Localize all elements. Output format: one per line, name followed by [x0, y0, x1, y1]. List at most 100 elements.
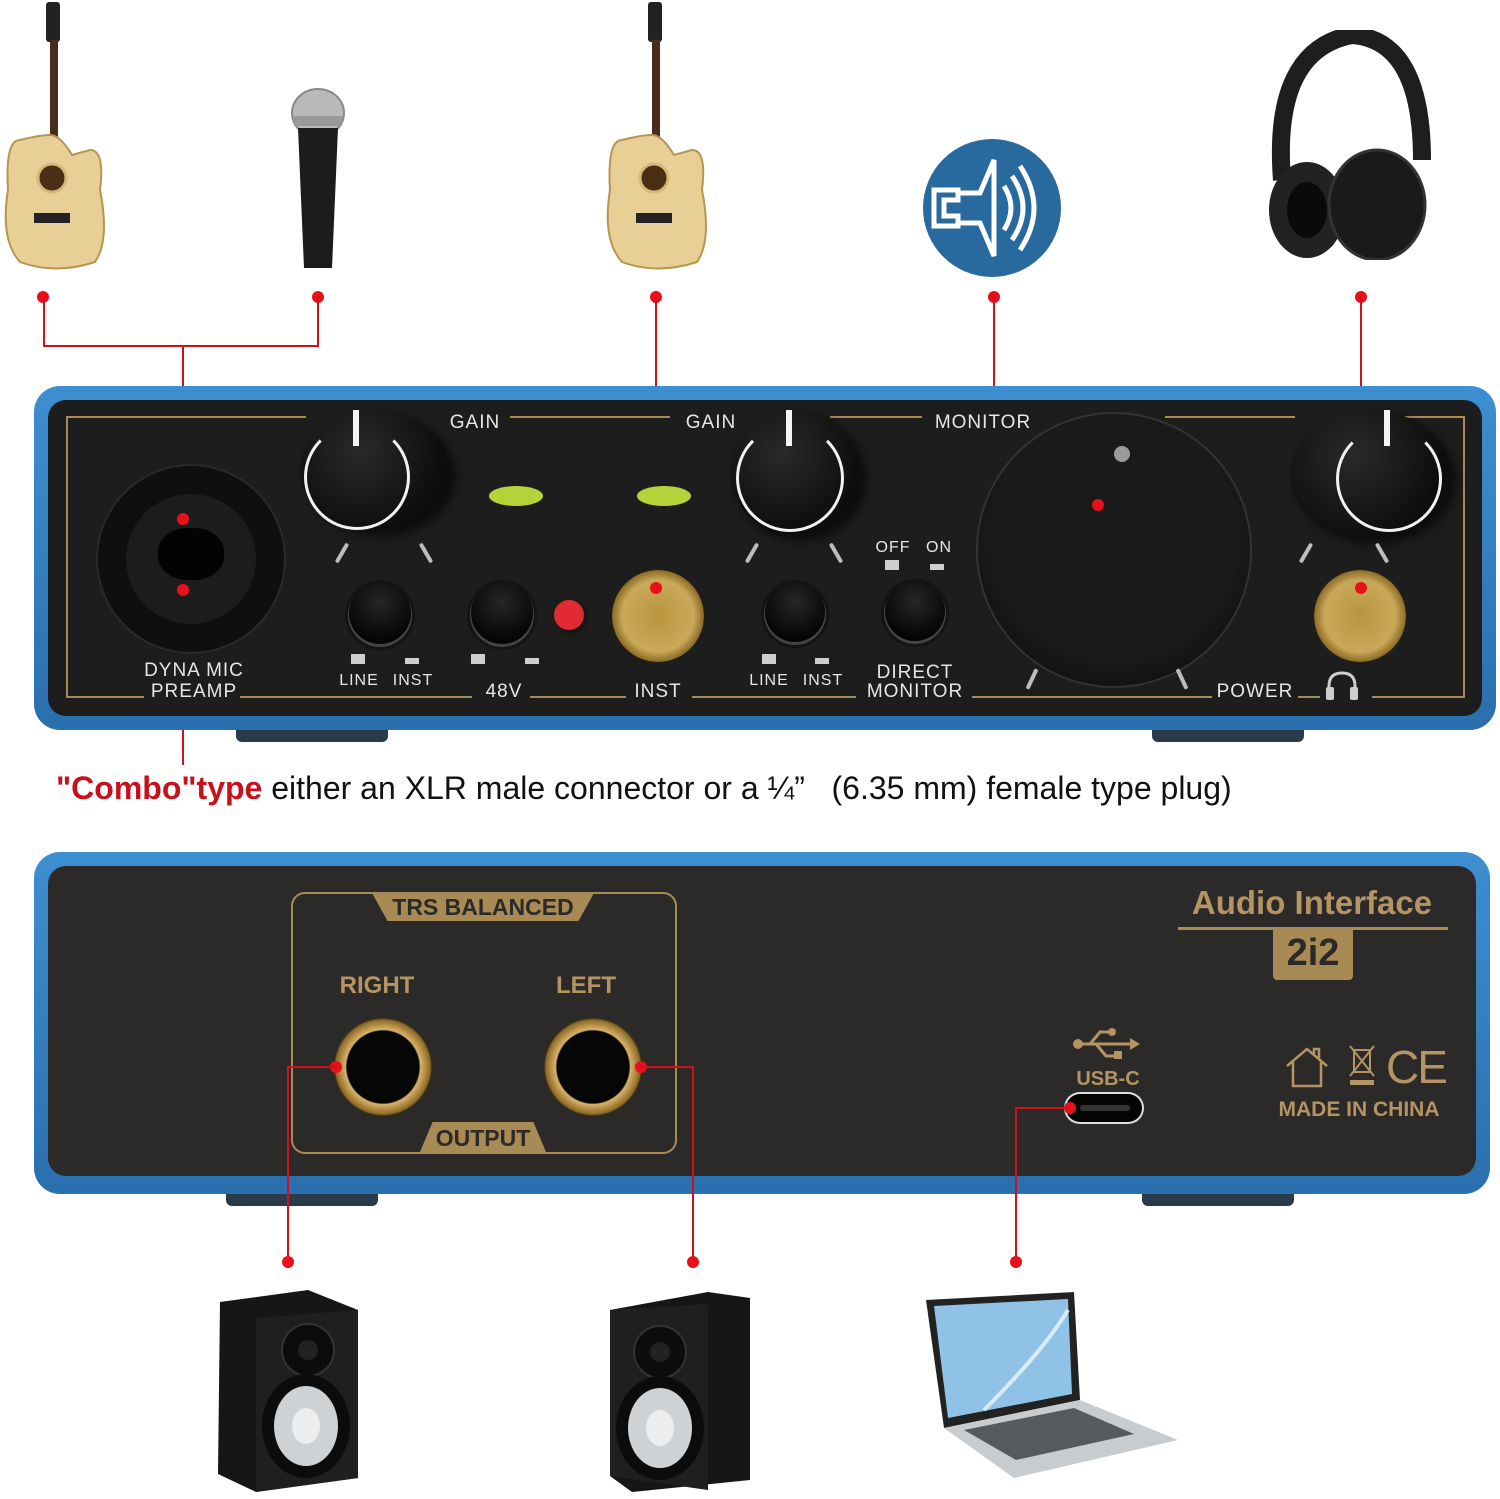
caption-text: either an XLR male connector or a ¼” (6.… [262, 770, 1232, 806]
left-label: LEFT [556, 972, 616, 999]
connector-line [287, 1066, 289, 1262]
inst-jack-label: INST [634, 681, 682, 702]
trs-balanced-label: TRS BALANCED [392, 894, 574, 920]
headphones-icon [1326, 671, 1358, 700]
gain1-label: GAIN [449, 412, 501, 433]
combo-jack[interactable] [96, 464, 286, 654]
usb-icon [1073, 1028, 1140, 1059]
inst2-label: INST [802, 672, 844, 689]
direct-monitor-label-2: MONITOR [866, 681, 964, 702]
combo-label-2: PREAMP [150, 681, 238, 702]
xlr-slot [158, 528, 224, 580]
title-underline [1178, 927, 1448, 930]
left-output-jack[interactable] [544, 1018, 642, 1116]
usb-c-port[interactable] [1066, 1094, 1142, 1122]
right-output-jack[interactable] [334, 1018, 432, 1116]
headphones-icon [1269, 25, 1431, 262]
model-label: 2i2 [1286, 932, 1340, 974]
indicator-48v-off [471, 654, 485, 664]
indicator-line2 [762, 654, 776, 664]
signal-led-2 [637, 486, 691, 506]
phantom-led [554, 600, 584, 630]
line-inst-button-2[interactable] [764, 583, 826, 645]
monitor-knob-dot [1092, 499, 1104, 511]
indicator-48v-on [525, 658, 539, 664]
line2-label: LINE [749, 672, 789, 689]
gain2-label: GAIN [685, 412, 737, 433]
trim-line [530, 696, 626, 698]
trim-line [1405, 416, 1465, 418]
indicator-dm-on [930, 564, 944, 570]
output-label: OUTPUT [435, 1125, 531, 1151]
indicator-line1 [351, 654, 365, 664]
connector-line [1015, 1107, 1017, 1262]
direct-monitor-button[interactable] [884, 582, 946, 644]
output-tab [420, 1122, 546, 1152]
caption-highlight: "Combo"type [56, 770, 263, 806]
line1-label: LINE [339, 672, 379, 689]
indicator-inst2 [815, 658, 829, 664]
inst1-label: INST [392, 672, 434, 689]
trs-balanced-tab [372, 893, 594, 921]
trim-line [66, 416, 306, 418]
gain2-knob[interactable] [730, 410, 860, 535]
headphone-jack-dot [1355, 582, 1367, 594]
indicator-dm-off [885, 560, 899, 570]
laptop-icon [926, 1292, 1178, 1478]
trim-line [240, 696, 472, 698]
speaker-badge [922, 138, 1062, 278]
phantom-power-button[interactable] [470, 583, 534, 647]
headphones [1262, 25, 1432, 262]
power-label: POWER [1216, 681, 1294, 702]
trim-line [1463, 416, 1465, 698]
ce-mark: CE [1386, 1041, 1448, 1093]
direct-monitor-label-1: DIRECT [876, 662, 954, 683]
headphone-volume-knob[interactable] [1290, 410, 1450, 538]
inst-jack-dot [650, 582, 662, 594]
made-in-label: MADE IN CHINA [1278, 1098, 1440, 1121]
connector-line [287, 1066, 337, 1068]
guitar-center [602, 0, 712, 270]
rubber-foot [1152, 730, 1304, 742]
model-badge [1273, 930, 1353, 980]
trim-line [830, 416, 922, 418]
combo-caption: "Combo"type either an XLR male connector… [56, 770, 1232, 807]
dm-off-label: OFF [875, 539, 911, 556]
weee-icon [1349, 1045, 1375, 1085]
output-box [291, 892, 677, 1154]
home-icon [1286, 1047, 1328, 1088]
trim-line [972, 696, 1212, 698]
connector-line [692, 1066, 694, 1262]
guitar-left [0, 0, 110, 270]
connector-dot-right-speaker [282, 1256, 294, 1268]
dm-on-label: ON [926, 539, 952, 556]
phantom-label: 48V [485, 681, 523, 702]
rubber-foot [236, 730, 388, 742]
monitor-knob-marker [1114, 446, 1130, 462]
usb-c-tongue [1080, 1105, 1130, 1111]
studio-monitor-icon [218, 1290, 358, 1492]
studio-monitor-icon [610, 1292, 750, 1492]
trim-line [1165, 416, 1295, 418]
signal-led-1 [489, 486, 543, 506]
monitor-knob[interactable] [976, 412, 1252, 688]
right-label: RIGHT [339, 972, 415, 999]
combo-dot-bottom [177, 584, 189, 596]
connector-line [1016, 1107, 1070, 1109]
product-title: Audio Interface [1191, 884, 1433, 921]
connector-dot-laptop [1010, 1256, 1022, 1268]
trim-line [1298, 696, 1320, 698]
gain1-knob[interactable] [300, 410, 450, 530]
usb-label: USB-C [1076, 1068, 1140, 1090]
line-inst-button-1[interactable] [348, 583, 412, 647]
indicator-inst1 [405, 658, 419, 664]
rear-panel [48, 866, 1476, 1176]
trim-line [510, 416, 670, 418]
trim-line [66, 696, 144, 698]
connector-line [641, 1066, 693, 1068]
rubber-foot [1142, 1194, 1294, 1206]
guitar-icon [4, 2, 105, 270]
studio-monitor-left [608, 1290, 752, 1494]
microphone [288, 88, 348, 270]
connector-dot-left-speaker [687, 1256, 699, 1268]
